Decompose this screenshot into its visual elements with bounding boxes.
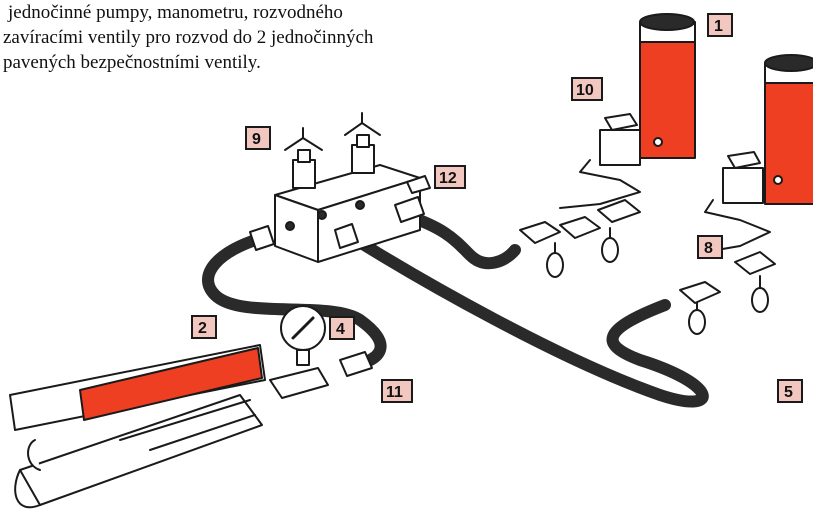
label-2: 2: [191, 315, 217, 339]
hose-12-fitting: [394, 196, 425, 223]
caption-text: jednočinné pumpy, manometru, rozvodného …: [0, 0, 560, 75]
pressure-gauge: [269, 305, 329, 399]
svg-text:11: 11: [386, 384, 403, 401]
svg-text:12: 12: [439, 170, 457, 187]
hose-12: [399, 209, 521, 270]
cylinder-2: [764, 54, 813, 205]
safety-valve-12: [406, 175, 431, 194]
hose-2: [202, 232, 387, 371]
label-9: 9: [245, 126, 271, 150]
caption-line-2: zavíracími ventily pro rozvod do 2 jedno…: [3, 27, 374, 48]
label-1: 1: [707, 13, 733, 37]
label-4: 4: [329, 316, 355, 340]
caption-line-3: pavených bezpečnostními ventily.: [3, 52, 261, 73]
label-12: 12: [434, 165, 466, 189]
hose-5-fitting-top: [334, 223, 359, 249]
svg-text:1: 1: [714, 18, 723, 35]
coupler-pair-10: [519, 199, 641, 278]
caption-line-1: jednočinné pumpy, manometru, rozvodného: [8, 2, 343, 23]
svg-text:9: 9: [252, 131, 261, 148]
cylinder-2-coupler: [704, 151, 771, 253]
shutoff-valve-left: [284, 127, 323, 189]
hand-pump: [9, 344, 266, 509]
hose-2-fitting-top: [249, 225, 275, 251]
shutoff-valve-right: [344, 112, 381, 174]
svg-text:10: 10: [576, 82, 594, 99]
label-10: 10: [571, 77, 603, 101]
cylinder-1: [639, 13, 696, 159]
svg-text:8: 8: [704, 240, 713, 257]
svg-text:5: 5: [784, 384, 793, 401]
hose-5: [344, 230, 709, 408]
label-5: 5: [777, 379, 803, 403]
cylinder-1-coupler: [559, 113, 641, 209]
hose-2-fitting-bottom: [339, 351, 373, 377]
label-8: 8: [697, 235, 723, 259]
svg-text:2: 2: [198, 320, 207, 337]
svg-text:4: 4: [336, 321, 345, 338]
coupler-pair-8: [679, 251, 776, 335]
label-11: 11: [381, 379, 413, 403]
